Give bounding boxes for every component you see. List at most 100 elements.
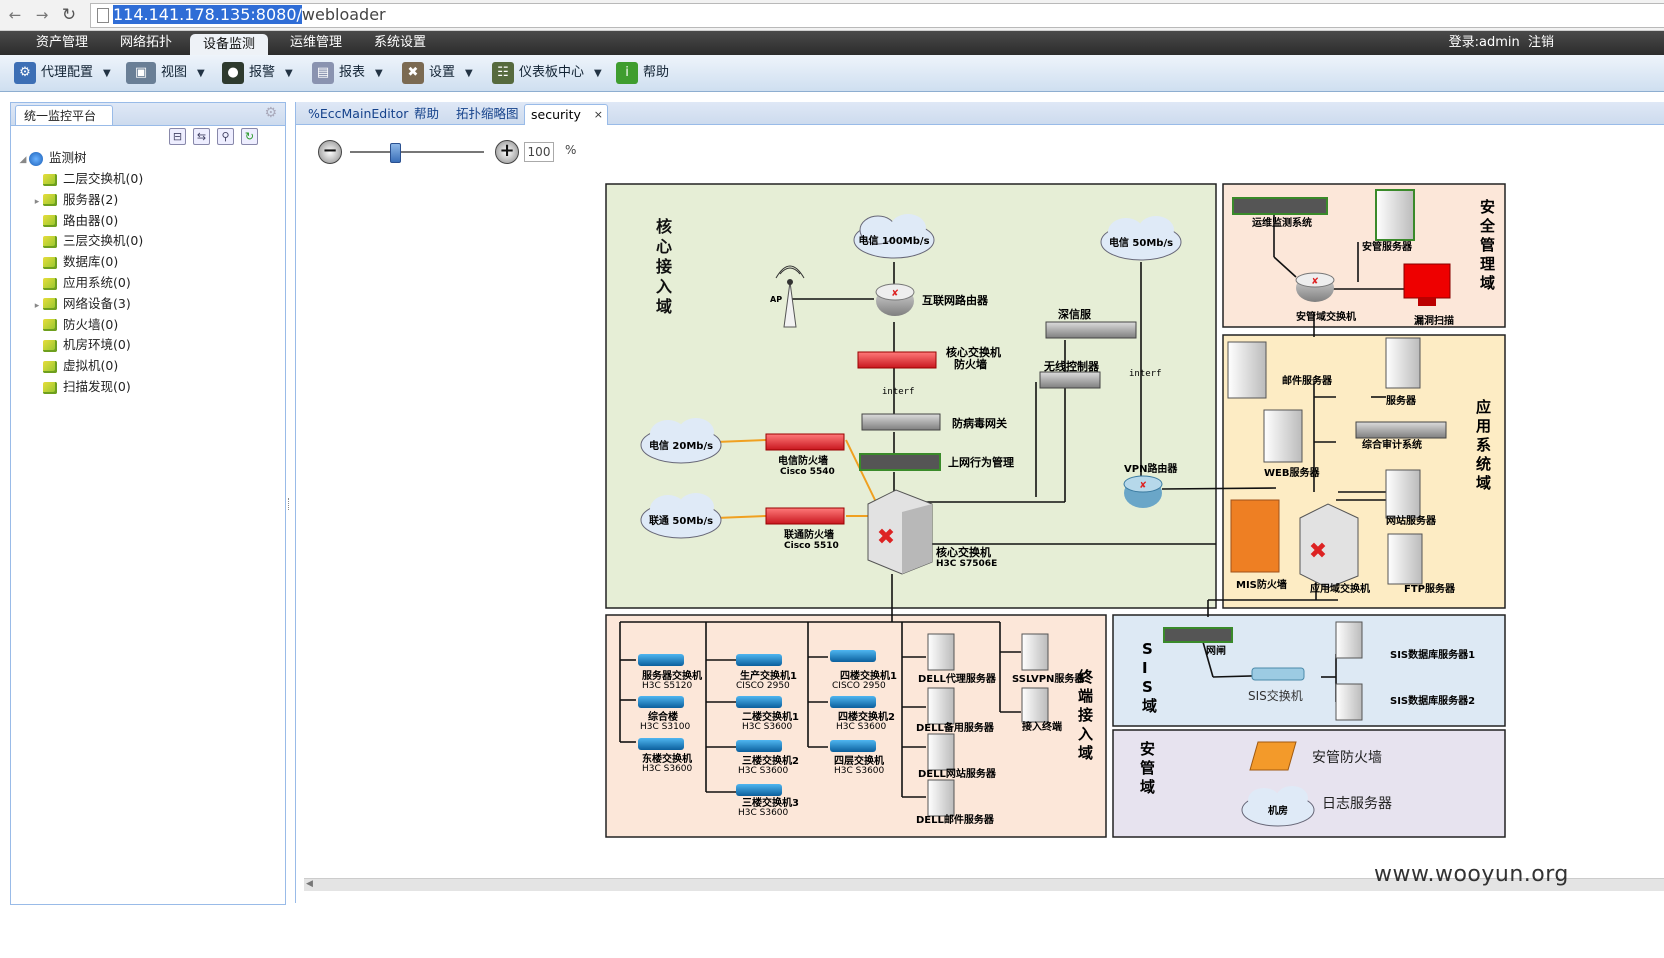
switch-icon[interactable] bbox=[736, 784, 782, 796]
behavior-mgmt-icon[interactable] bbox=[859, 453, 941, 471]
menu-asset-management[interactable]: 资产管理 bbox=[36, 35, 89, 50]
antenna-icon[interactable]: AP bbox=[770, 265, 805, 328]
tab-security[interactable]: security× bbox=[524, 104, 608, 125]
menu-ops-management[interactable]: 运维管理 bbox=[290, 35, 343, 50]
sangfor-device-icon[interactable] bbox=[1045, 321, 1137, 339]
gatekeeper-icon[interactable] bbox=[1163, 627, 1233, 643]
app-switch-icon[interactable]: ✖ bbox=[1299, 503, 1359, 589]
topology-diagram[interactable]: 核心接入域 bbox=[596, 182, 1516, 862]
switch-icon[interactable] bbox=[1251, 667, 1305, 681]
firewall-icon[interactable] bbox=[1230, 499, 1280, 573]
zone-secure[interactable] bbox=[1112, 729, 1506, 838]
close-icon[interactable]: × bbox=[593, 108, 603, 121]
router-icon[interactable]: ✘ bbox=[1295, 272, 1335, 302]
server-icon[interactable] bbox=[1375, 189, 1415, 241]
tree-item[interactable]: 防火墙(0) bbox=[31, 315, 118, 335]
menu-device-monitoring[interactable]: 设备监测 bbox=[190, 34, 268, 55]
server-icon[interactable] bbox=[1335, 621, 1363, 659]
zoom-slider-track[interactable] bbox=[350, 151, 484, 153]
tab-help[interactable]: 帮助 bbox=[414, 106, 440, 121]
tab-unified-monitoring[interactable]: 统一监控平台 bbox=[15, 105, 113, 125]
toolbar-agent-config[interactable]: ⚙代理配置▼ bbox=[14, 61, 111, 85]
tab-topology-thumbnail[interactable]: 拓扑缩略图 bbox=[456, 106, 519, 121]
back-arrow-icon[interactable]: ← bbox=[8, 6, 22, 24]
menu-system-settings[interactable]: 系统设置 bbox=[374, 35, 427, 50]
tab-ecc-main-editor[interactable]: %EccMainEditor bbox=[308, 106, 409, 121]
collapse-all-icon[interactable]: ⊟ bbox=[169, 128, 186, 145]
switch-icon[interactable] bbox=[638, 654, 684, 666]
switch-icon[interactable] bbox=[638, 738, 684, 750]
tree-item[interactable]: 二层交换机(0) bbox=[31, 169, 143, 189]
switch-icon[interactable] bbox=[736, 654, 782, 666]
zoom-value-input[interactable]: 100 bbox=[524, 142, 554, 162]
gear-icon[interactable]: ⚙ bbox=[264, 105, 277, 121]
cloud-icon[interactable]: 电信 50Mb/s bbox=[1100, 216, 1182, 261]
tree-item[interactable]: ▸网络设备(3) bbox=[31, 294, 131, 314]
zoom-in-button[interactable]: + bbox=[495, 140, 519, 164]
switch-icon[interactable] bbox=[830, 650, 876, 662]
firewall-icon[interactable] bbox=[1249, 741, 1297, 771]
switch-icon[interactable] bbox=[830, 740, 876, 752]
server-icon[interactable] bbox=[927, 633, 955, 671]
gateway-icon[interactable] bbox=[861, 413, 941, 431]
sync-icon[interactable]: ⇆ bbox=[193, 128, 210, 145]
url-text[interactable]: 114.141.178.135:8080/webloader bbox=[113, 5, 386, 24]
reload-icon[interactable]: ↻ bbox=[61, 5, 77, 25]
refresh-icon[interactable]: ↻ bbox=[241, 128, 258, 145]
search-icon[interactable]: ⚲ bbox=[217, 128, 234, 145]
panel-splitter[interactable] bbox=[286, 102, 292, 903]
menu-network-topology[interactable]: 网络拓扑 bbox=[120, 35, 173, 50]
forward-arrow-icon[interactable]: → bbox=[35, 6, 49, 24]
ops-monitor-device-icon[interactable] bbox=[1232, 197, 1328, 215]
server-icon[interactable] bbox=[1227, 341, 1267, 399]
address-bar[interactable]: 114.141.178.135:8080/webloader bbox=[90, 3, 1664, 28]
tree-item[interactable]: ▸服务器(2) bbox=[31, 190, 118, 210]
zoom-out-button[interactable]: − bbox=[318, 140, 342, 164]
server-icon[interactable] bbox=[1387, 533, 1423, 585]
logout-link[interactable]: 注销 bbox=[1527, 35, 1554, 50]
toolbar-report[interactable]: ▤报表▼ bbox=[312, 61, 383, 85]
chevron-right-icon[interactable]: ▸ bbox=[34, 300, 40, 311]
server-icon[interactable] bbox=[1335, 683, 1363, 721]
tree-item[interactable]: 虚拟机(0) bbox=[31, 356, 118, 376]
firewall-icon[interactable] bbox=[765, 507, 845, 525]
toolbar-alarm[interactable]: ●报警▼ bbox=[222, 61, 293, 85]
toolbar-view[interactable]: ▣视图▼ bbox=[126, 61, 205, 85]
toolbar-settings[interactable]: ✖设置▼ bbox=[402, 61, 473, 85]
cloud-icon[interactable]: 电信 100Mb/s bbox=[853, 214, 935, 259]
tree-item[interactable]: 扫描发现(0) bbox=[31, 377, 131, 397]
switch-icon[interactable] bbox=[736, 740, 782, 752]
audit-system-icon[interactable] bbox=[1355, 421, 1447, 439]
server-icon[interactable] bbox=[1385, 469, 1421, 519]
server-icon[interactable] bbox=[927, 687, 955, 725]
chevron-left-icon[interactable]: ◀ bbox=[306, 879, 313, 889]
switch-icon[interactable] bbox=[638, 696, 684, 708]
terminal-icon[interactable] bbox=[1021, 687, 1049, 723]
vuln-scanner-icon[interactable] bbox=[1403, 263, 1451, 299]
horizontal-scrollbar[interactable]: ◀ bbox=[304, 878, 1664, 891]
firewall-icon[interactable] bbox=[857, 351, 937, 369]
wireless-controller-icon[interactable] bbox=[1039, 371, 1101, 389]
chevron-right-icon[interactable]: ▸ bbox=[34, 196, 40, 207]
server-icon[interactable] bbox=[927, 779, 955, 817]
tree-item[interactable]: 三层交换机(0) bbox=[31, 231, 143, 251]
firewall-icon[interactable] bbox=[765, 433, 845, 451]
zoom-slider-handle[interactable] bbox=[390, 143, 401, 163]
tree-item[interactable]: 路由器(0) bbox=[31, 211, 118, 231]
tree-item[interactable]: 机房环境(0) bbox=[31, 335, 131, 355]
router-icon[interactable]: ✘ bbox=[1123, 475, 1163, 508]
switch-icon[interactable] bbox=[736, 696, 782, 708]
server-icon[interactable] bbox=[927, 733, 955, 771]
server-icon[interactable] bbox=[1385, 337, 1421, 389]
tree-item[interactable]: 应用系统(0) bbox=[31, 273, 131, 293]
tree-root[interactable]: ◢监测树 bbox=[17, 148, 87, 168]
core-switch-icon[interactable]: ✖ bbox=[867, 489, 933, 575]
tree-item[interactable]: 数据库(0) bbox=[31, 252, 118, 272]
cloud-icon[interactable]: 机房 bbox=[1241, 786, 1315, 827]
cloud-icon[interactable]: 联通 50Mb/s bbox=[640, 493, 722, 539]
switch-icon[interactable] bbox=[830, 696, 876, 708]
router-icon[interactable]: ✘ bbox=[875, 283, 915, 316]
cloud-icon[interactable]: 电信 20Mb/s bbox=[640, 418, 722, 464]
toolbar-dashboard[interactable]: ☷仪表板中心▼ bbox=[492, 61, 602, 85]
